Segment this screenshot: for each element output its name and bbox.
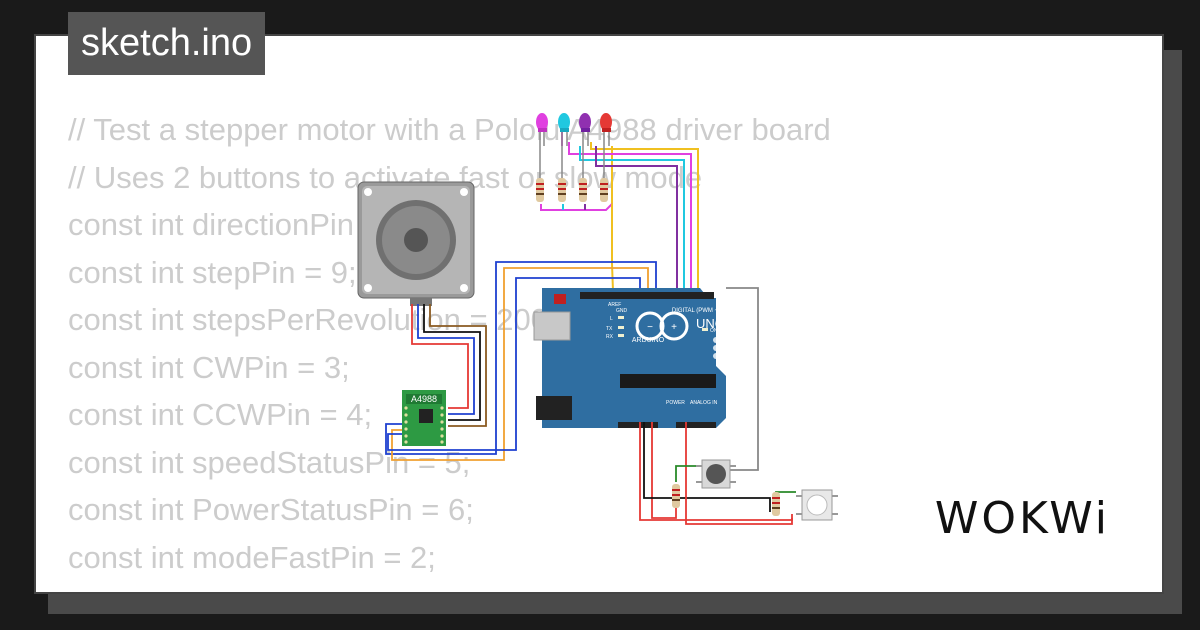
arduino-uno[interactable]: DIGITAL (PWM ~) AREF GND − + UNO ARDUINO… <box>533 288 726 428</box>
file-tab[interactable]: sketch.ino <box>68 12 266 75</box>
led-purple[interactable] <box>579 113 591 181</box>
motor-wires <box>411 304 487 427</box>
gnd-label: GND <box>616 308 628 314</box>
rx-label: RX <box>606 334 614 340</box>
resistor[interactable] <box>600 178 608 202</box>
stepper-motor[interactable] <box>357 181 475 306</box>
led-resistors <box>536 178 608 202</box>
code-line: const int modeSlowPin = 7; <box>68 581 831 592</box>
board-model-label: UNO <box>696 316 725 331</box>
resistor[interactable] <box>672 484 680 508</box>
a4988-driver[interactable]: A4988 <box>402 390 446 446</box>
resistor[interactable] <box>579 178 587 202</box>
svg-text:+: + <box>671 322 677 333</box>
digital-header-label: DIGITAL (PWM ~) <box>672 308 720 314</box>
project-card[interactable]: // Test a stepper motor with a Pololu A4… <box>34 34 1164 594</box>
resistor[interactable] <box>772 492 780 516</box>
code-line: // Test a stepper motor with a Pololu A4… <box>68 112 831 147</box>
push-button[interactable] <box>696 459 736 489</box>
led-cyan[interactable] <box>558 113 570 181</box>
circuit-diagram: A4988 DIGITAL (PWM ~) AREF GND − <box>357 113 838 525</box>
code-preview: // Test a stepper motor with a Pololu A4… <box>68 106 831 592</box>
led-red[interactable] <box>600 113 612 181</box>
code-line: const int CWPin = 3; <box>68 349 350 385</box>
code-line: const int modeFastPin = 2; <box>68 539 436 575</box>
code-line: const int stepsPerRevolution = 200; <box>68 302 557 337</box>
l-label: L <box>610 316 613 322</box>
svg-text:−: − <box>647 322 653 333</box>
push-button[interactable] <box>796 489 838 521</box>
driver-label: A4988 <box>411 394 437 404</box>
resistor[interactable] <box>558 178 566 202</box>
code-line: const int stepPin = 9; <box>68 254 357 290</box>
code-line: const int CCWPin = 4; <box>68 397 373 432</box>
analog-header-label: ANALOG IN <box>690 400 718 406</box>
tx-label: TX <box>606 326 613 332</box>
resistor[interactable] <box>536 178 544 202</box>
board-brand-label: ARDUINO <box>632 337 665 344</box>
code-line: const int PowerStatusPin = 6; <box>68 492 474 527</box>
wokwi-logo: WOKWi <box>934 493 1110 544</box>
aref-label: AREF <box>608 302 621 308</box>
on-label: ON <box>710 328 718 334</box>
driver-wires <box>385 261 657 461</box>
led-wires <box>540 128 699 292</box>
led-magenta[interactable] <box>536 113 548 181</box>
power-header-label: POWER <box>666 400 685 406</box>
